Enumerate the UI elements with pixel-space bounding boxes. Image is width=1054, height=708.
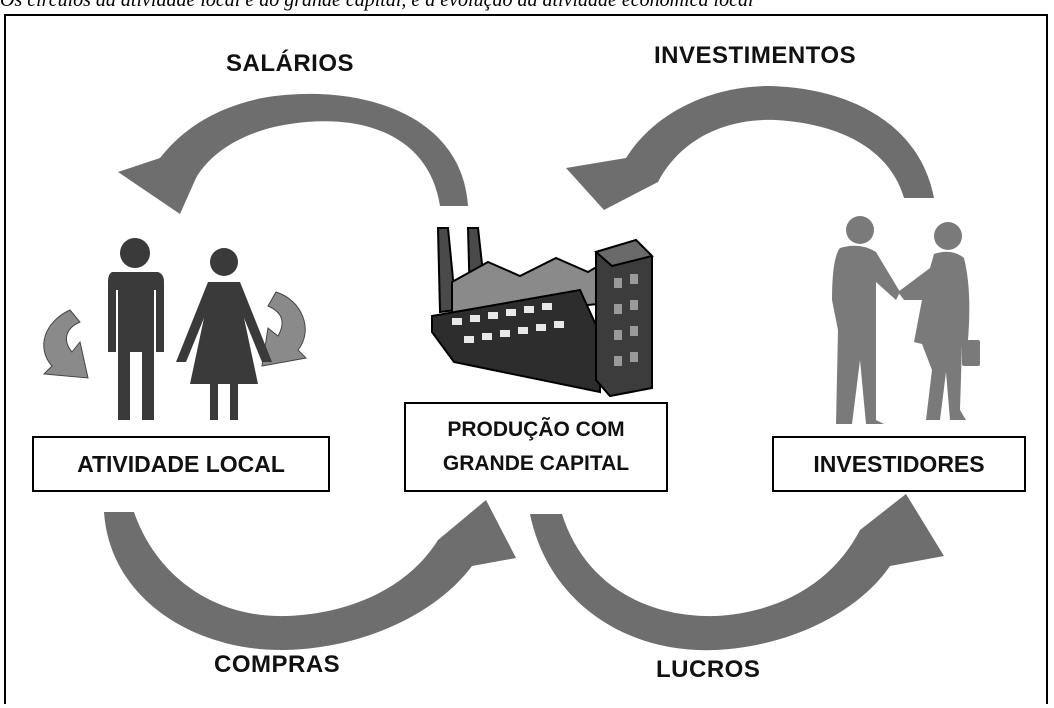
figure-caption: Os círculos da atividade local e do gran… (0, 0, 754, 11)
node-investidores-label: INVESTIDORES (813, 450, 985, 477)
circular-arrows-icon (42, 291, 308, 379)
man-icon (108, 238, 164, 420)
lucros-label: LUCROS (656, 656, 761, 683)
node-atividade-local-label: ATIVIDADE LOCAL (77, 450, 285, 477)
node-producao-label-2: GRANDE CAPITAL (442, 452, 630, 475)
salarios-arrow (118, 93, 468, 214)
woman-icon (176, 248, 272, 420)
node-investidores: INVESTIDORES (772, 436, 1026, 492)
factory-icon (431, 227, 654, 398)
lucros-arrow (530, 494, 944, 651)
node-atividade-local: ATIVIDADE LOCAL (32, 436, 330, 492)
compras-label: COMPRAS (214, 651, 341, 678)
investimentos-label: INVESTIMENTOS (654, 42, 857, 69)
node-producao: PRODUÇÃO COM GRANDE CAPITAL (404, 402, 668, 492)
investimentos-arrow (566, 86, 934, 210)
node-producao-label-1: PRODUÇÃO COM (447, 418, 625, 441)
handshake-icon (832, 216, 980, 424)
compras-arrow (104, 500, 516, 651)
salarios-label: SALÁRIOS (226, 50, 355, 77)
